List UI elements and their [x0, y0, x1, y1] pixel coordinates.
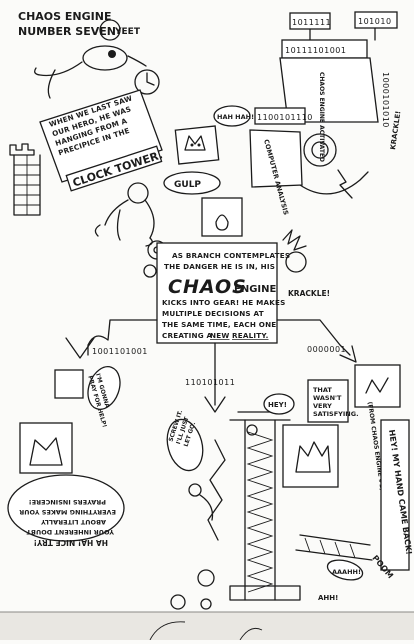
svg-text:KICKS INTO GEAR! HE MAKES: KICKS INTO GEAR! HE MAKES [162, 298, 285, 307]
gulp-bubble: GULP [163, 171, 221, 195]
svg-text:REALITY.: REALITY. [232, 331, 269, 340]
spark-lines [282, 229, 307, 251]
svg-text:MULTIPLE DECISIONS AT: MULTIPLE DECISIONS AT [162, 309, 264, 318]
clock-tower-caption: WHEN WE LAST SAW OUR HERO, HE WAS HANGIN… [39, 89, 164, 192]
svg-text:ABOUT LITERALLY: ABOUT LITERALLY [41, 518, 106, 526]
svg-text:SATISFYING.: SATISFYING. [313, 410, 359, 418]
svg-text:AS BRANCH CONTEMPLATES: AS BRANCH CONTEMPLATES [172, 251, 290, 260]
svg-text:KRACKLE!: KRACKLE! [389, 110, 402, 150]
svg-text:0000001: 0000001 [307, 345, 346, 354]
main-caption-box: AS BRANCH CONTEMPLATES THE DANGER HE IS … [143, 240, 290, 344]
next-page-doodle [149, 621, 263, 641]
chaos-machine: 1011111 101010 10111101001 CHAOS ENGINE … [249, 11, 398, 216]
right-branch: 0000001 HEY! THAT WASN'T VERY SATISFYING… [263, 345, 413, 602]
title-line-2: NUMBER SEVEN [18, 25, 116, 38]
svg-text:NEW: NEW [210, 331, 229, 340]
tower-clock [134, 69, 160, 95]
krackle-right-sfx: KRACKLE! [389, 110, 402, 150]
svg-text:HAH HAH!!: HAH HAH!! [217, 113, 257, 121]
notebook-edge [0, 612, 414, 640]
svg-text:10111101001: 10111101001 [285, 46, 347, 55]
svg-text:CREATING A: CREATING A [162, 331, 213, 340]
svg-text:EVERYTHING MAKES YOUR: EVERYTHING MAKES YOUR [19, 508, 116, 516]
falling-hero [94, 182, 155, 247]
svg-text:ENGINE: ENGINE [234, 284, 276, 295]
svg-text:PRAYERS INSINCERE!: PRAYERS INSINCERE! [29, 498, 106, 506]
brick-tower [9, 143, 41, 216]
left-branch: 1001101001 I'M GONNA PRAY FOR HELP! HA H… [7, 347, 148, 547]
yeet-sfx: YEET [114, 27, 141, 37]
svg-text:1000101010: 1000101010 [381, 72, 390, 128]
svg-text:CHAOS ENGINE ACTIVATED: CHAOS ENGINE ACTIVATED [318, 72, 325, 162]
svg-text:HA HA! NICE TRY!: HA HA! NICE TRY! [34, 538, 108, 547]
svg-text:THE DANGER HE IS IN, HIS: THE DANGER HE IS IN, HIS [164, 262, 275, 271]
svg-text:WASN'T: WASN'T [313, 394, 342, 402]
svg-text:1011111: 1011111 [292, 18, 331, 27]
svg-text:HEY!: HEY! [268, 401, 287, 409]
svg-text:GULP: GULP [174, 180, 201, 190]
svg-text:110101011: 110101011 [185, 378, 235, 387]
svg-text:1001101001: 1001101001 [92, 347, 148, 356]
svg-text:1100101110: 1100101110 [257, 113, 313, 122]
svg-text:YOUR INHERENT DOUBT: YOUR INHERENT DOUBT [26, 528, 115, 536]
title-line-1: CHAOS ENGINE [18, 10, 111, 23]
hah-bubble: HAH HAH!! [213, 105, 257, 127]
svg-text:THE SAME TIME, EACH ONE: THE SAME TIME, EACH ONE [162, 320, 276, 329]
flying-figure [34, 19, 147, 99]
svg-text:CHAOS: CHAOS [168, 276, 247, 298]
svg-text:THAT: THAT [313, 386, 332, 394]
cat-panel [174, 125, 220, 165]
krackle-mid-sfx: KRACKLE! [288, 289, 330, 298]
svg-text:AAAHH!: AAAHH! [332, 568, 361, 576]
svg-text:101010: 101010 [358, 17, 392, 26]
ahh-sfx: AHH! [318, 594, 338, 602]
branch-arrows [65, 319, 357, 413]
svg-text:VERY: VERY [313, 402, 332, 410]
